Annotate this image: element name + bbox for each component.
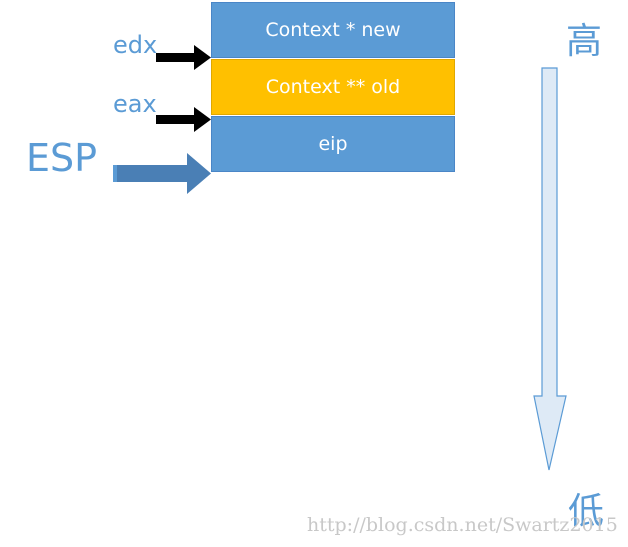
low-address-label: 低 <box>568 491 605 532</box>
high-address-label: 高 <box>566 21 603 62</box>
stack-diagram: Context * new Context ** old eip <box>211 2 455 172</box>
stack-cell-eip: eip <box>211 116 455 172</box>
esp-pointer-arrow <box>113 153 211 194</box>
stack-cell-context-old: Context ** old <box>211 59 455 115</box>
watermark-url: http://blog.csdn.net/Swartz2015 <box>307 514 618 536</box>
esp-label: ESP <box>26 136 98 180</box>
edx-pointer-arrow <box>156 45 211 70</box>
edx-label: edx <box>113 31 158 59</box>
eax-pointer-arrow <box>156 107 211 132</box>
high-to-low-arrow <box>533 67 567 471</box>
stack-cell-context-new: Context * new <box>211 2 455 58</box>
eax-label: eax <box>113 90 157 118</box>
